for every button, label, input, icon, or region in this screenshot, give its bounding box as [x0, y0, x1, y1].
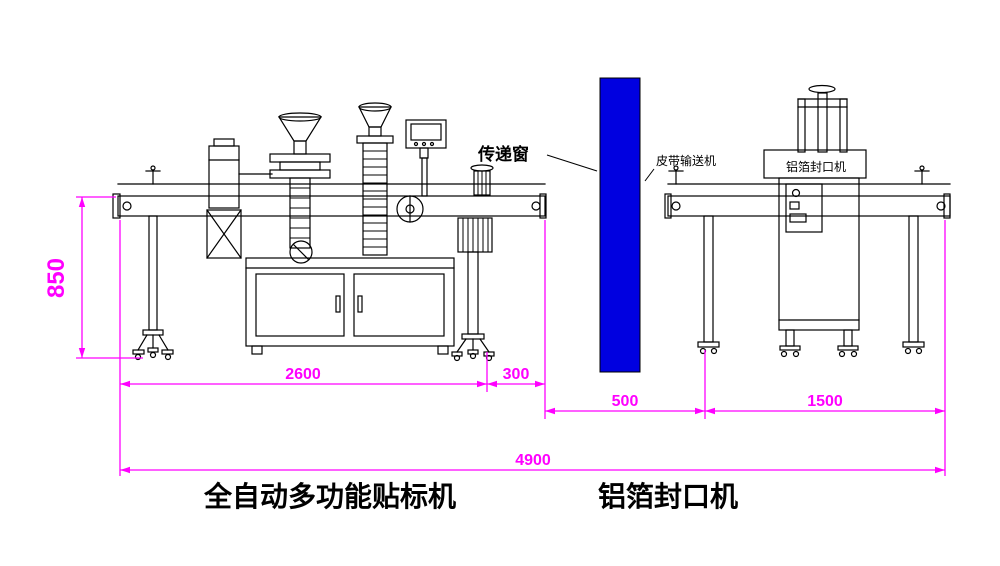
dim-300-text: 300	[503, 366, 530, 383]
transfer-window-label: 传递窗	[477, 144, 529, 164]
base-cabinet	[245, 257, 455, 355]
hopper-turret	[269, 112, 331, 264]
right-conveyor-leg-right	[902, 215, 925, 355]
dim-850-text: 850	[43, 258, 70, 298]
control-monitor	[405, 119, 447, 197]
dim-2600-text: 2600	[285, 366, 321, 383]
hopper-mast	[356, 102, 394, 256]
labeling-machine	[206, 102, 495, 362]
sealer-control-panel	[785, 183, 823, 233]
right-conveyor	[664, 165, 951, 355]
left-conveyor-leg	[132, 215, 174, 361]
foil-sealing-machine: 铝箔封口机	[763, 84, 867, 358]
drive-unit	[451, 164, 495, 362]
captions: 全自动多功能贴标机 铝箔封口机	[203, 480, 738, 512]
dim-1500-text: 1500	[807, 393, 843, 410]
right-conveyor-leg-left	[697, 215, 720, 355]
sealer-caption: 铝箔封口机	[598, 480, 738, 512]
labeler-caption: 全自动多功能贴标机	[203, 480, 456, 512]
roller-wheel	[396, 195, 424, 223]
transfer-window-block	[599, 77, 641, 373]
leader-labels: 传递窗 皮带输送机	[477, 144, 716, 182]
dimension-annotations: 850 2600 300 500 1500 4900	[43, 196, 946, 476]
belt-conveyor-label: 皮带输送机	[656, 153, 716, 168]
dim-500-text: 500	[612, 393, 639, 410]
transfer-window-rect	[599, 77, 641, 373]
foil-sealer-nameplate: 铝箔封口机	[786, 159, 846, 174]
dim-4900-text: 4900	[515, 452, 551, 469]
